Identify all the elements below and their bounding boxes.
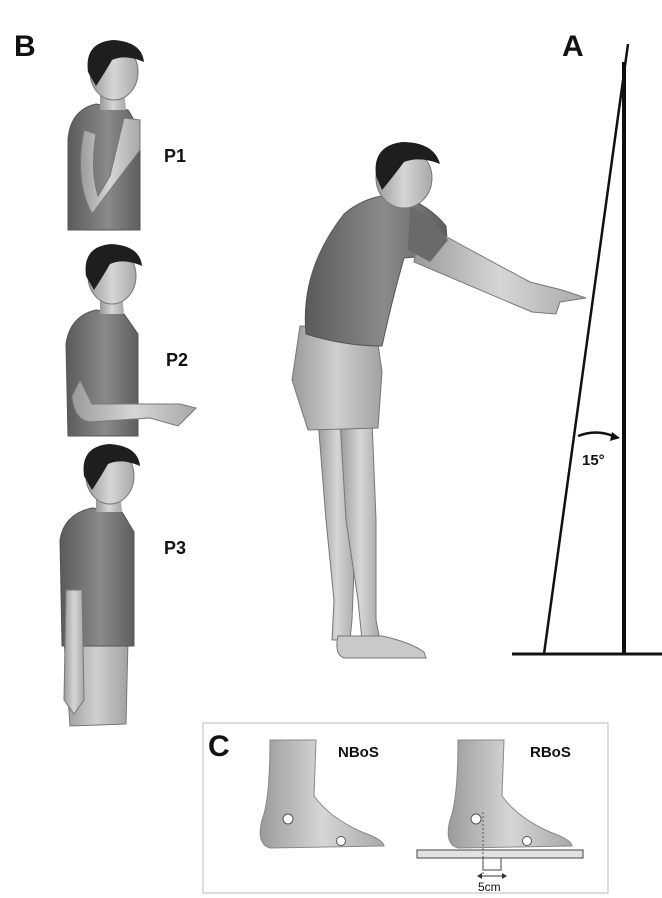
nbos-toe-marker bbox=[337, 837, 346, 846]
panel-b-label: B bbox=[14, 30, 36, 64]
position-p2-label: P2 bbox=[166, 350, 188, 371]
board-angle-label: 15° bbox=[582, 452, 605, 469]
measure-arrowhead-left bbox=[477, 873, 482, 879]
rbos-toe-marker bbox=[523, 837, 532, 846]
position-p3-label: P3 bbox=[164, 538, 186, 559]
condition-nbos-label: NBoS bbox=[338, 744, 379, 761]
feet bbox=[337, 636, 426, 658]
condition-rbos-label: RBoS bbox=[530, 744, 571, 761]
leaning-figure bbox=[292, 142, 586, 658]
figure-p1 bbox=[68, 40, 144, 230]
support-width-label: 5cm bbox=[478, 880, 501, 894]
nbos-heel-marker bbox=[283, 814, 293, 824]
p3-arm bbox=[64, 590, 84, 714]
support-plank bbox=[417, 850, 583, 858]
panel-c-label: C bbox=[208, 730, 230, 764]
narrow-support bbox=[483, 858, 501, 870]
panel-a-label: A bbox=[562, 30, 584, 64]
figure-p2 bbox=[66, 244, 196, 436]
figure-p3 bbox=[60, 444, 140, 726]
angle-arrowhead bbox=[610, 432, 620, 441]
measure-arrowhead-right bbox=[502, 873, 507, 879]
board-apparatus bbox=[512, 44, 662, 654]
tilted-board bbox=[544, 44, 628, 654]
position-p1-label: P1 bbox=[164, 146, 186, 167]
rbos-heel-marker bbox=[471, 814, 481, 824]
